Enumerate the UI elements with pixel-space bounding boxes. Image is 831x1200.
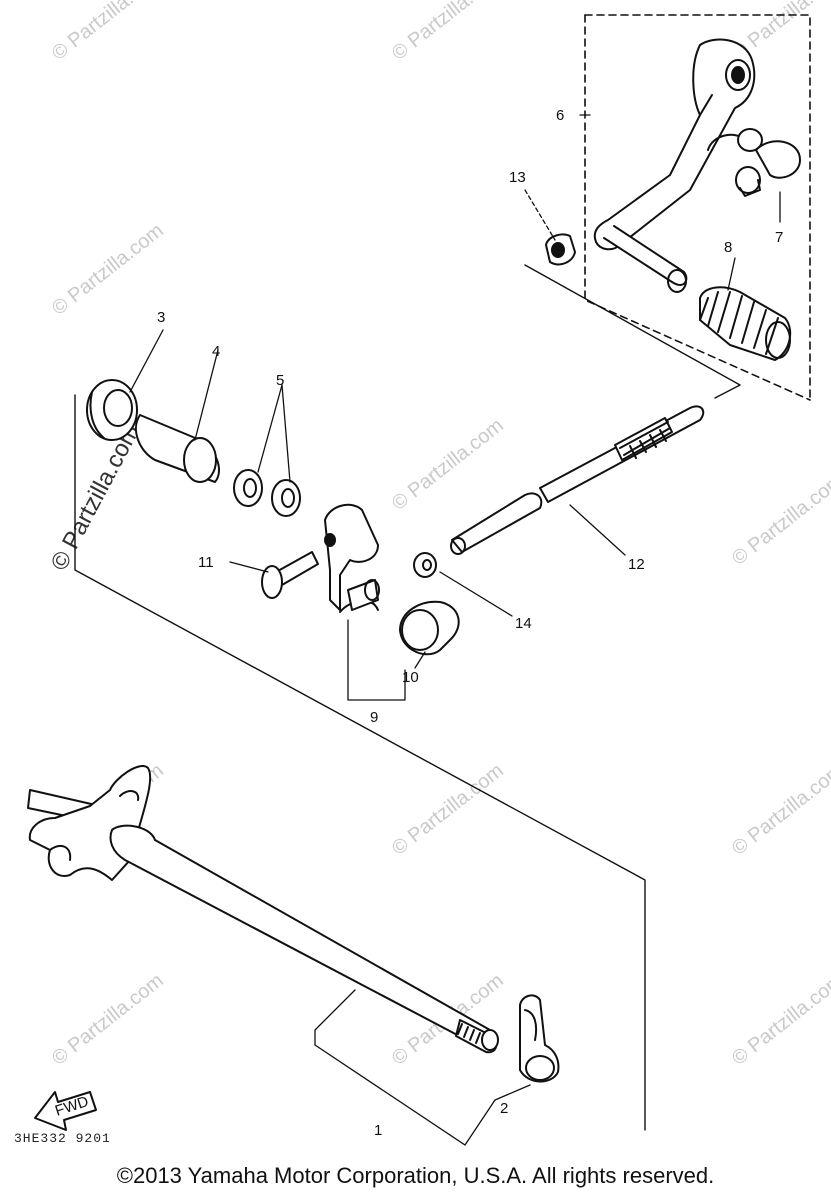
callout-4: 4 [212, 343, 220, 360]
callout-6: 6 [556, 107, 564, 124]
callout-7: 7 [775, 229, 783, 246]
pedal-rubber [699, 286, 792, 361]
callout-14: 14 [515, 615, 532, 632]
shift-rod [450, 405, 705, 555]
shift-pedal-arm [593, 38, 771, 293]
callout-8: 8 [724, 239, 732, 256]
bolt [261, 551, 319, 599]
callout-2: 2 [500, 1100, 508, 1117]
callout-13: 13 [509, 169, 526, 186]
callout-12: 12 [628, 556, 645, 573]
callout-1: 1 [374, 1122, 382, 1139]
oil-seal [86, 379, 138, 441]
small-washer [413, 552, 437, 578]
shift-joint-assembly [324, 503, 380, 613]
washers [233, 469, 301, 517]
callout-10: 10 [402, 669, 419, 686]
callout-numbers: 3 4 5 6 7 8 13 11 12 14 10 9 1 2 [157, 107, 783, 1139]
pedal-assembly-box [584, 14, 811, 401]
nut [545, 233, 576, 266]
callout-5: 5 [276, 372, 284, 389]
joint-part [735, 140, 801, 197]
joint-cap [399, 600, 460, 656]
stopper-lever [519, 994, 560, 1083]
callout-9: 9 [370, 709, 378, 726]
diagram-code: 3HE332 9201 [14, 1131, 111, 1146]
callout-11: 11 [198, 554, 214, 571]
leader-lines [129, 114, 781, 1146]
copyright-notice: ©2013 Yamaha Motor Corporation, U.S.A. A… [116, 1163, 715, 1188]
assembly-guide-lines [74, 264, 741, 1131]
shift-shaft [27, 765, 499, 1054]
callout-3: 3 [157, 309, 165, 326]
collar [135, 414, 220, 483]
forward-arrow-icon: FWD [34, 1091, 97, 1131]
